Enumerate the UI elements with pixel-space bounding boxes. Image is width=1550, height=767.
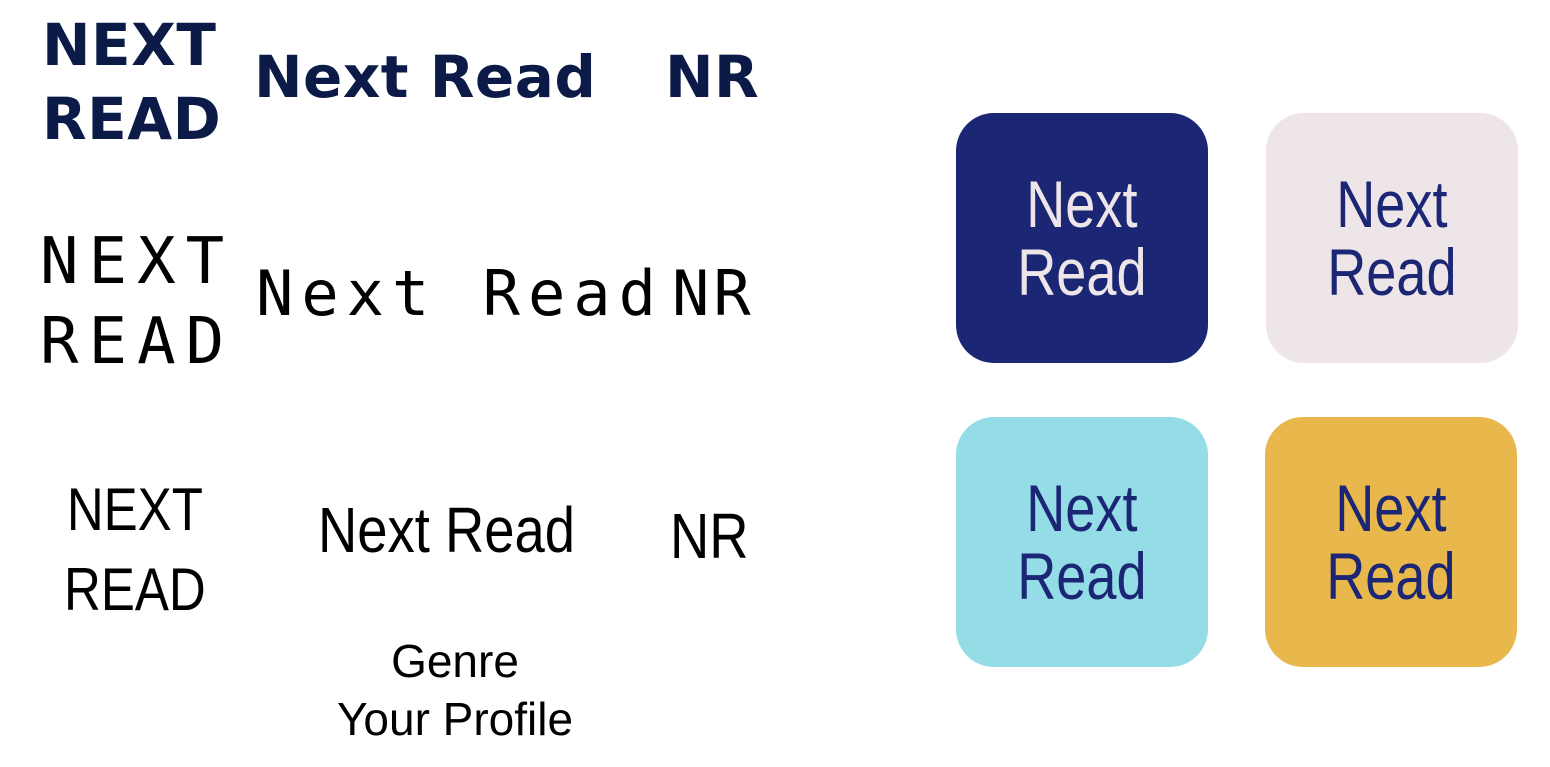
wordmark-mono-initials: NR xyxy=(672,257,755,330)
caption-line: Your Profile xyxy=(336,693,574,745)
wordmark-line: NEXT xyxy=(66,476,203,543)
tile-line: Read xyxy=(1017,235,1147,309)
tile-line: Next xyxy=(1335,471,1447,545)
wordmark-bold-stacked: NEXT READ xyxy=(42,8,221,156)
wordmark-line: NEXT xyxy=(42,11,217,79)
caption: Genre Your Profile xyxy=(310,632,600,748)
wordmark-bold-initials: NR xyxy=(665,43,760,111)
wordmark-bold-full: Next Read xyxy=(254,43,597,111)
wordmark-line: READ xyxy=(40,305,235,379)
tile-line: Read xyxy=(1017,539,1147,613)
app-icon-tile-gold: Next Read xyxy=(1265,417,1517,667)
tile-line: Next xyxy=(1026,471,1138,545)
wordmark-hand-stacked: NEXT READ xyxy=(64,470,206,630)
app-icon-tile-cyan: Next Read xyxy=(956,417,1208,667)
wordmark-line: NEXT xyxy=(40,225,235,299)
app-icon-tile-light: Next Read xyxy=(1266,113,1518,363)
tile-line: Read xyxy=(1326,539,1456,613)
tile-line: Read xyxy=(1327,235,1457,309)
tile-line: Next xyxy=(1026,167,1138,241)
wordmark-hand-initials: NR xyxy=(670,500,749,572)
wordmark-mono-stacked: NEXT READ xyxy=(40,222,234,382)
wordmark-mono-full: Next Read xyxy=(256,257,664,330)
app-icon-tile-navy: Next Read xyxy=(956,113,1208,363)
wordmark-line: READ xyxy=(64,556,206,623)
caption-line: Genre xyxy=(391,635,519,687)
tile-line: Next xyxy=(1336,167,1448,241)
wordmark-line: READ xyxy=(42,85,222,153)
wordmark-hand-full: Next Read xyxy=(318,494,576,566)
